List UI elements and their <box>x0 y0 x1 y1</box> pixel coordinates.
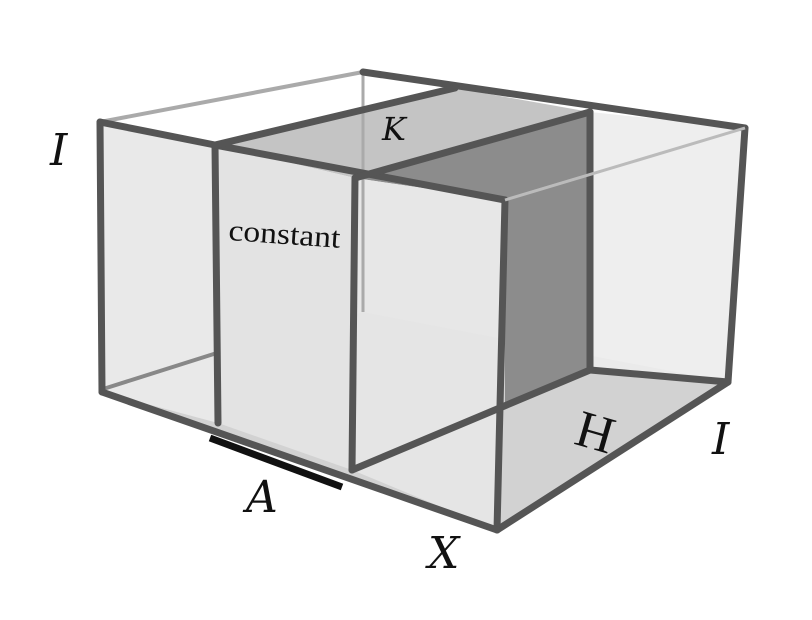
right-side-panel <box>590 112 745 382</box>
back-top-edge <box>99 70 364 124</box>
right-front-panel <box>352 178 505 530</box>
bottom-right-edge <box>493 378 732 534</box>
slab-right-vertical <box>348 174 359 474</box>
front-right-vertical <box>493 196 509 534</box>
label-X: X <box>425 528 461 579</box>
front-top-edge <box>211 141 509 204</box>
top-back-edge <box>359 68 749 132</box>
label-I-right: I <box>711 414 731 465</box>
slab-left-vertical <box>211 141 222 427</box>
width-A-bar <box>208 434 344 491</box>
left-vertical-edge <box>96 118 106 396</box>
front-bottom-edge <box>98 388 501 534</box>
slab-top-back-edge <box>211 84 459 149</box>
inner-floor-right-edge <box>586 366 732 386</box>
inner-floor-edge <box>348 366 594 474</box>
right-top-light-edge <box>504 126 746 202</box>
back-bottom-left-edge <box>99 350 221 392</box>
top-right-edge <box>724 124 749 386</box>
label-K: K <box>381 110 408 148</box>
slab-top-front-edge <box>351 108 594 182</box>
label-I-top-left: I <box>49 125 69 176</box>
left-front-panel <box>100 122 218 423</box>
box-edges <box>96 68 749 534</box>
label-A: A <box>242 472 278 523</box>
constant-slab-panel <box>215 145 355 470</box>
top-strip <box>215 88 590 178</box>
top-left-edge <box>96 118 219 149</box>
label-constant: constant <box>228 214 343 255</box>
